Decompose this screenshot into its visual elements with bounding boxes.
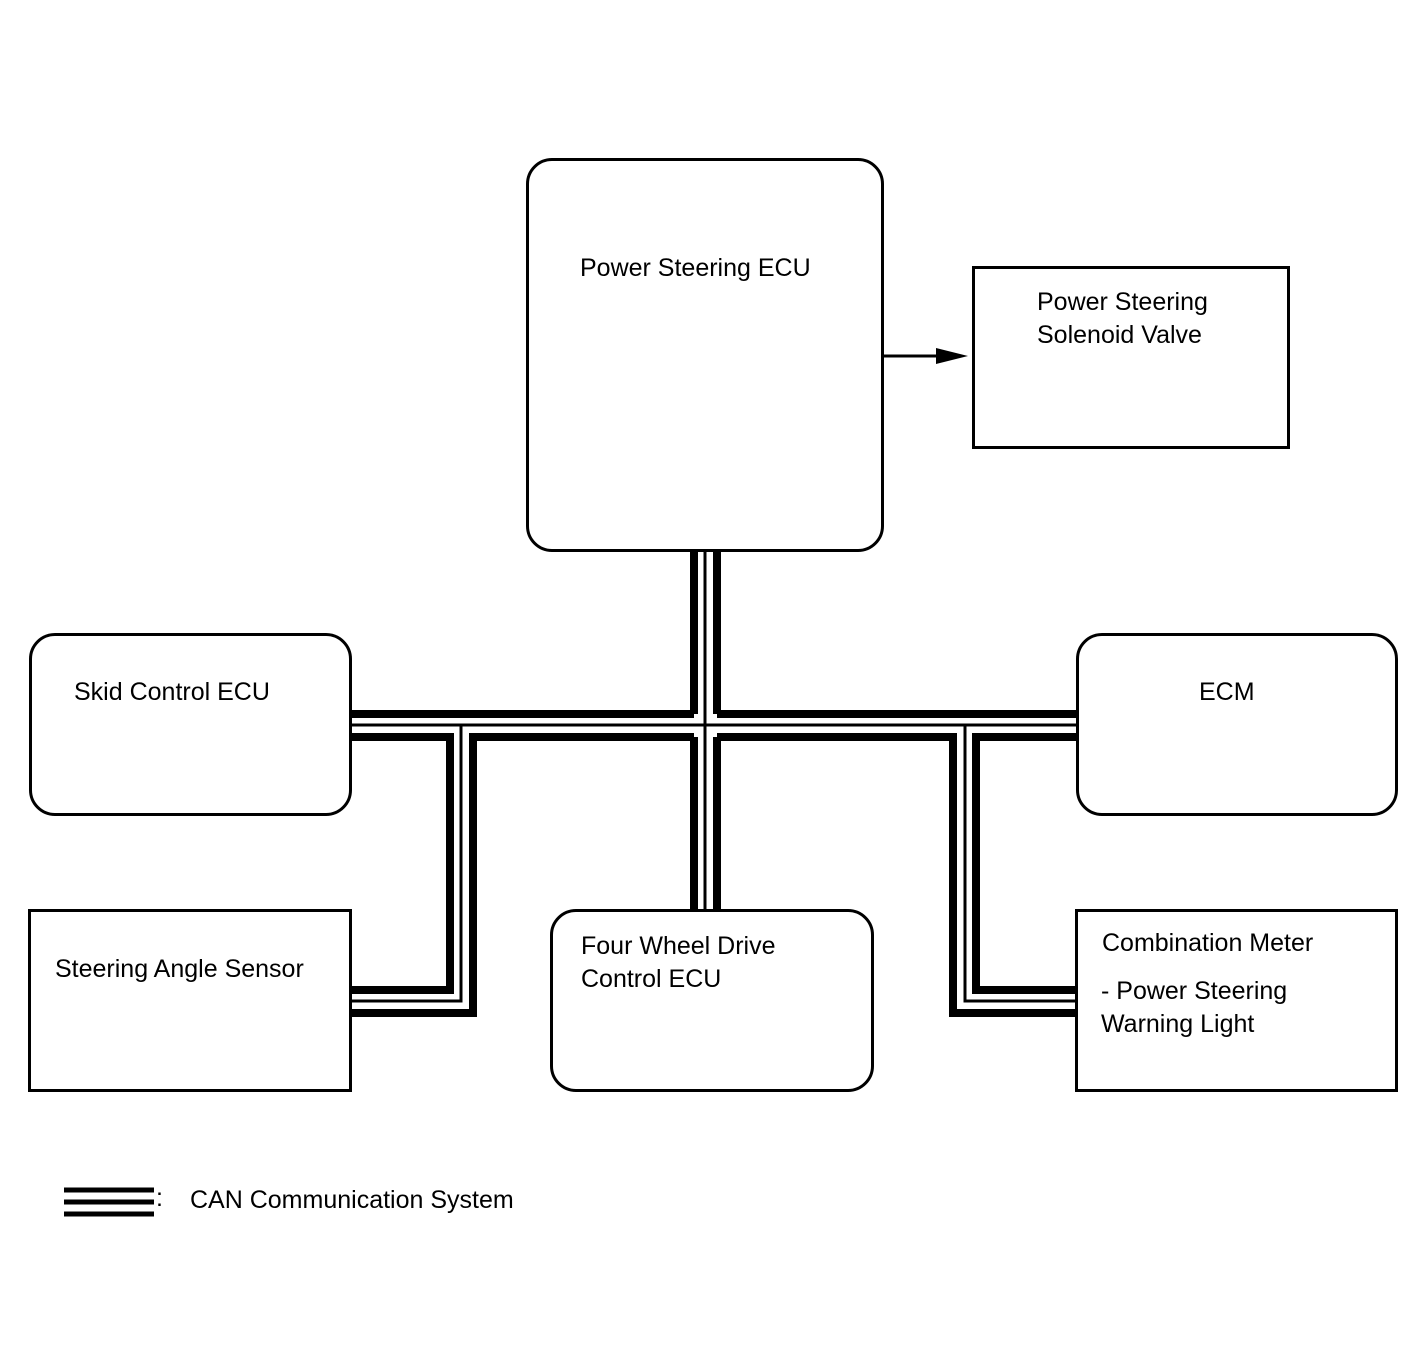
solenoid-valve-box [972, 266, 1290, 449]
warning-light-label-line2: Warning Light [1101, 1010, 1255, 1038]
combination-meter-box [1075, 909, 1398, 1092]
skid-control-ecu-label: Skid Control ECU [74, 678, 270, 706]
warning-light-label-line1: - Power Steering [1101, 977, 1288, 1005]
solenoid-valve-label-line2: Solenoid Valve [1037, 321, 1202, 349]
legend-separator: : [156, 1184, 163, 1212]
steering-angle-sensor-box [28, 909, 352, 1092]
ecm-box [1076, 633, 1398, 816]
skid-control-ecu-box [29, 633, 352, 816]
solenoid-valve-label-line1: Power Steering [1037, 288, 1208, 316]
four-wheel-drive-ecu-label-line1: Four Wheel Drive [581, 932, 776, 960]
power-steering-ecu-label: Power Steering ECU [580, 254, 811, 282]
ecm-label: ECM [1199, 678, 1255, 706]
four-wheel-drive-ecu-box [550, 909, 874, 1092]
legend-can-symbol [64, 1187, 154, 1217]
steering-angle-sensor-label: Steering Angle Sensor [55, 955, 304, 983]
arrow-head [936, 348, 968, 364]
legend-label: CAN Communication System [190, 1186, 514, 1214]
combination-meter-label: Combination Meter [1102, 929, 1314, 957]
power-steering-ecu-box [526, 158, 884, 552]
four-wheel-drive-ecu-label-line2: Control ECU [581, 965, 722, 993]
